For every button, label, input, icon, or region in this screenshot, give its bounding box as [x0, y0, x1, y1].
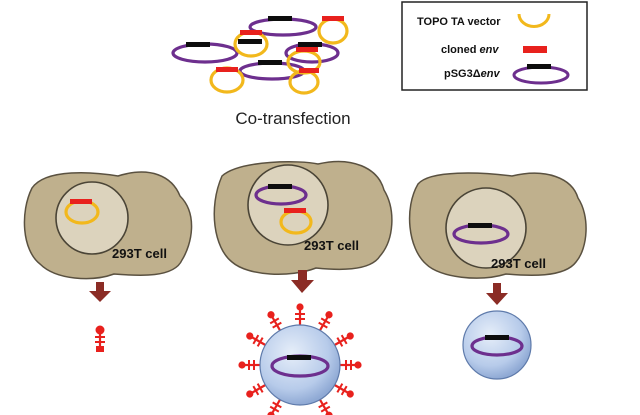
pseudovirion-with-env: [237, 302, 363, 415]
cell-3: 293T cell: [408, 172, 587, 279]
virion-particle: [259, 324, 341, 406]
env-protein-icon: [95, 325, 105, 352]
topo-vector-with-env: [317, 16, 349, 45]
topo-vector-with-env: [209, 66, 245, 94]
topo-vector-with-env: [288, 68, 320, 95]
backbone-bar: [287, 355, 311, 360]
bald-virion: [462, 310, 532, 380]
arrow-down-icon: [291, 270, 314, 293]
cell-2: 293T cell: [213, 160, 393, 275]
cell-1: 293T cell: [23, 171, 193, 280]
legend-label-topo: TOPO TA vector: [417, 16, 501, 28]
step-title: Co-transfection: [235, 109, 350, 128]
cell-label: 293T cell: [304, 238, 359, 253]
backbone-bar: [268, 184, 292, 189]
backbone-bar: [468, 223, 492, 228]
legend-label-psg3: pSG3Δenv: [444, 68, 500, 80]
virion-particle: [462, 310, 532, 380]
arrow-down-icon: [89, 282, 111, 302]
env-insert: [70, 199, 92, 204]
plasmid-psg3-env: [284, 42, 340, 64]
purple-plasmid-black-bar-icon: [512, 64, 570, 85]
legend: TOPO TA vector cloned env pSG3Δenv: [401, 1, 588, 91]
plasmid-mixture: [171, 16, 349, 95]
backbone-bar: [485, 335, 509, 340]
plasmid-psg3-env: [171, 42, 239, 64]
cell-label: 293T cell: [112, 246, 167, 261]
topo-vector-with-env: [233, 30, 269, 58]
env-insert: [284, 208, 306, 213]
cell-label: 293T cell: [491, 256, 546, 271]
plasmid-psg3-env: [248, 16, 318, 37]
legend-box: [401, 1, 588, 91]
red-bar-icon: [523, 46, 547, 53]
arrow-down-icon: [486, 283, 508, 305]
yellow-ring-icon: [517, 13, 551, 28]
legend-label-env: cloned env: [441, 44, 499, 56]
